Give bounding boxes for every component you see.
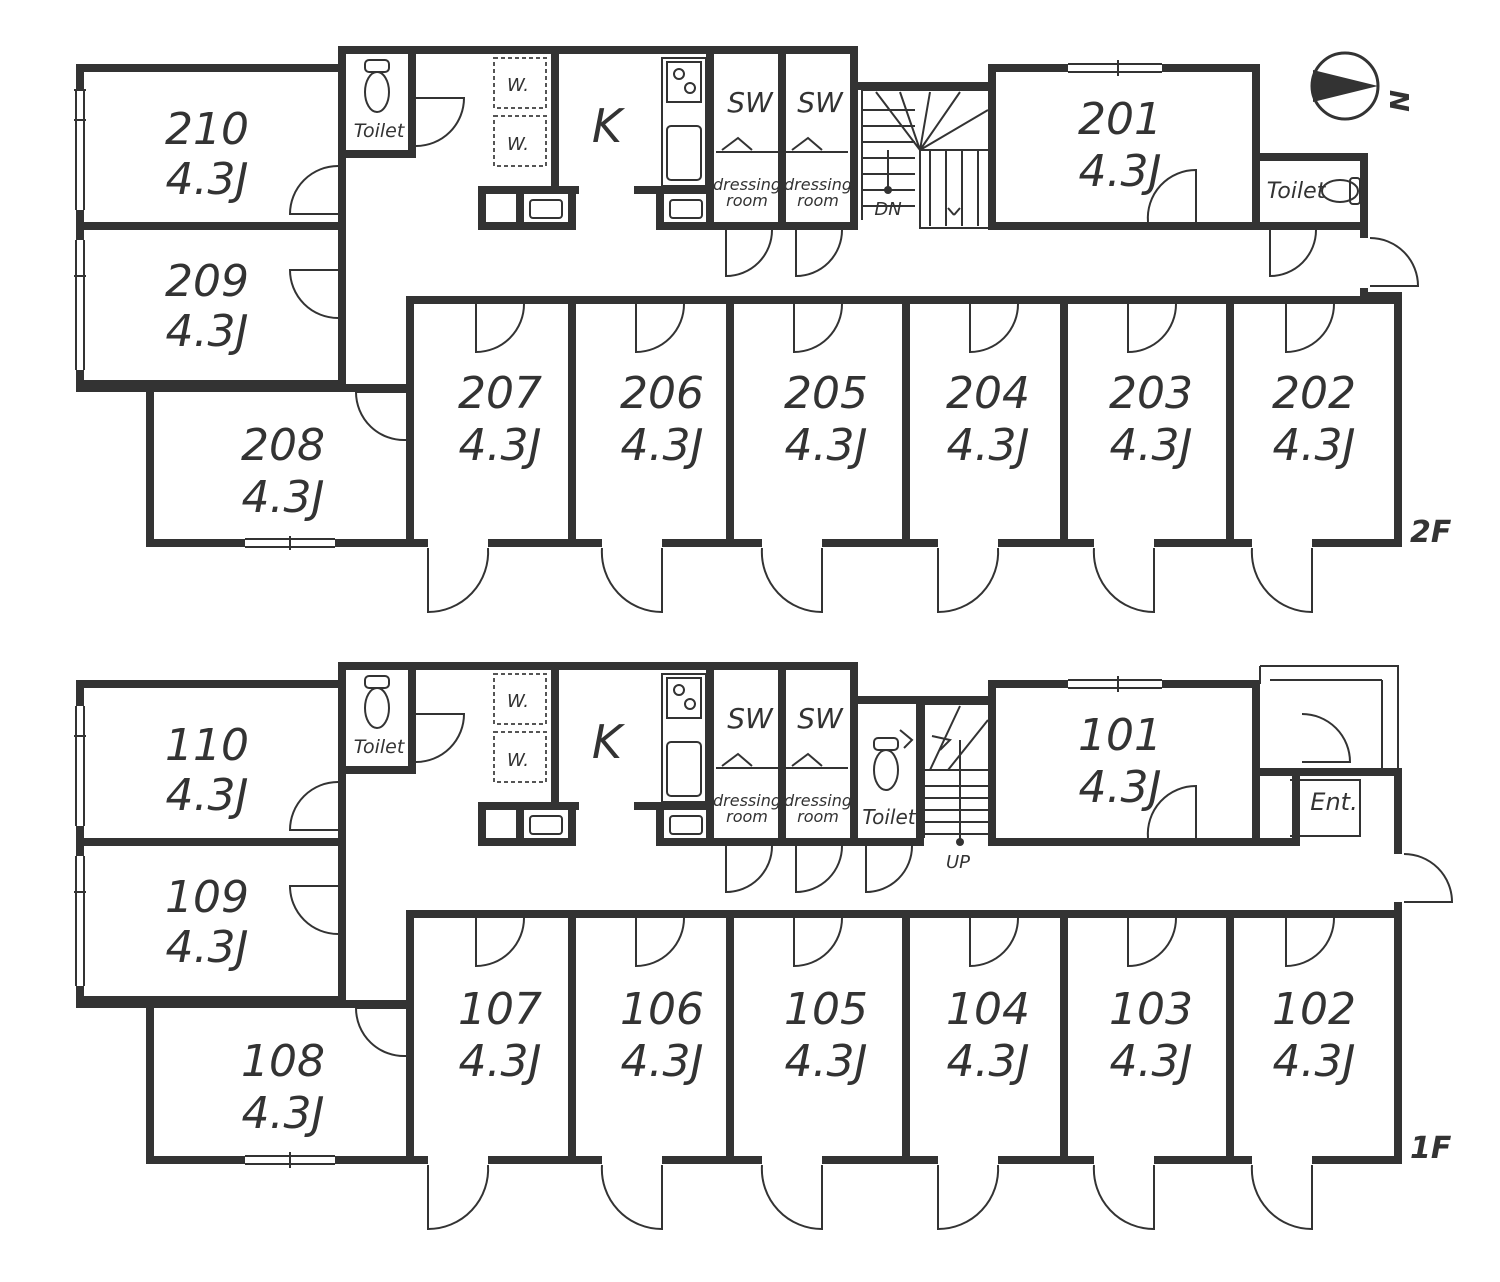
toilet-right-label: Toilet [1267, 179, 1327, 204]
kitchen-counter [661, 57, 707, 187]
room-number: 107 [458, 984, 542, 1035]
washer-label-1: W. [507, 691, 529, 712]
sw-label-1: SW [727, 702, 774, 735]
floor-1f: Toilet W. W. K SW SW dressing room dress… [74, 662, 1454, 1231]
sink-icon [529, 199, 563, 219]
floor-label: 2F [1410, 515, 1452, 550]
toilet-right-label: Toilet [862, 805, 916, 829]
washer-icon [493, 731, 547, 783]
room-number: 204 [946, 368, 1030, 419]
room-size: 4.3J [459, 1036, 542, 1087]
north-compass: N [1310, 51, 1413, 121]
room-number: 205 [784, 368, 868, 419]
kitchen-label: K [592, 715, 626, 769]
washer-label-2: W. [507, 750, 529, 771]
room-number: 104 [946, 984, 1030, 1035]
staircase [923, 703, 989, 846]
room-number: 202 [1272, 368, 1356, 419]
toilet-icon [364, 59, 390, 113]
washer-icon [493, 57, 547, 109]
room-number: 201 [1078, 94, 1162, 145]
room-size: 4.3J [621, 1036, 704, 1087]
room-size: 4.3J [1273, 1036, 1356, 1087]
room-size: 4.3J [166, 770, 249, 821]
room-number: 109 [165, 872, 249, 923]
toilet-icon [1321, 177, 1361, 205]
room-size: 4.3J [1273, 420, 1356, 471]
room-size: 4.3J [166, 306, 249, 357]
sw-label-1: SW [727, 86, 774, 119]
room-size: 4.3J [1110, 420, 1193, 471]
dressing-label-1: dressing [713, 175, 781, 194]
stairs-label: UP [946, 852, 970, 873]
kitchen-label: K [592, 99, 626, 153]
sink-icon [669, 199, 703, 219]
sink-icon [669, 815, 703, 835]
room-size: 4.3J [785, 420, 868, 471]
dressing-label-1b: room [726, 191, 768, 210]
sw-label-2: SW [797, 86, 844, 119]
room-number: 207 [458, 368, 542, 419]
room-number: 105 [784, 984, 868, 1035]
entrance-label: Ent. [1310, 788, 1357, 816]
room-number: 102 [1272, 984, 1356, 1035]
stairs-label: DN [874, 199, 901, 220]
washer-icon [493, 673, 547, 725]
room-number: 101 [1078, 710, 1162, 761]
kitchen-sink-icon [666, 741, 702, 797]
stove-icon [666, 61, 702, 103]
floor-label: 1F [1410, 1131, 1452, 1166]
room-number: 108 [241, 1036, 325, 1087]
washer-label-2: W. [507, 134, 529, 155]
toilet-left-label: Toilet [354, 120, 406, 142]
dressing-label-2b: room [797, 191, 839, 210]
washer-icon [493, 115, 547, 167]
room-size: 4.3J [785, 1036, 868, 1087]
room-number: 203 [1109, 368, 1193, 419]
room-size: 4.3J [1079, 146, 1162, 197]
dressing-label-1: dressing [713, 791, 781, 810]
toilet-icon [364, 675, 390, 729]
room-number: 208 [241, 420, 325, 471]
room-size: 4.3J [621, 420, 704, 471]
compass-label: N [1383, 90, 1413, 112]
room-number: 206 [620, 368, 704, 419]
room-size: 4.3J [242, 472, 325, 523]
room-number: 210 [165, 104, 249, 155]
kitchen-counter [661, 673, 707, 803]
room-number: 110 [165, 720, 249, 771]
room-size: 4.3J [1110, 1036, 1193, 1087]
sink-icon [529, 815, 563, 835]
dressing-label-2b: room [797, 807, 839, 826]
room-size: 4.3J [166, 154, 249, 205]
dressing-label-1b: room [726, 807, 768, 826]
room-size: 4.3J [166, 922, 249, 973]
dressing-label-2: dressing [784, 791, 852, 810]
room-size: 4.3J [459, 420, 542, 471]
room-size: 4.3J [947, 1036, 1030, 1087]
toilet-left-label: Toilet [354, 736, 406, 758]
floor-2f: Toilet W. W. K SW SW dressing room dress… [74, 46, 1452, 614]
sw-label-2: SW [797, 702, 844, 735]
dressing-label-2: dressing [784, 175, 852, 194]
room-size: 4.3J [242, 1088, 325, 1139]
room-size: 4.3J [947, 420, 1030, 471]
staircase [861, 89, 989, 229]
room-number: 103 [1109, 984, 1193, 1035]
room-number: 106 [620, 984, 704, 1035]
washer-label-1: W. [507, 75, 529, 96]
room-size: 4.3J [1079, 762, 1162, 813]
toilet-icon [873, 737, 899, 791]
kitchen-sink-icon [666, 125, 702, 181]
room-number: 209 [165, 256, 249, 307]
stove-icon [666, 677, 702, 719]
